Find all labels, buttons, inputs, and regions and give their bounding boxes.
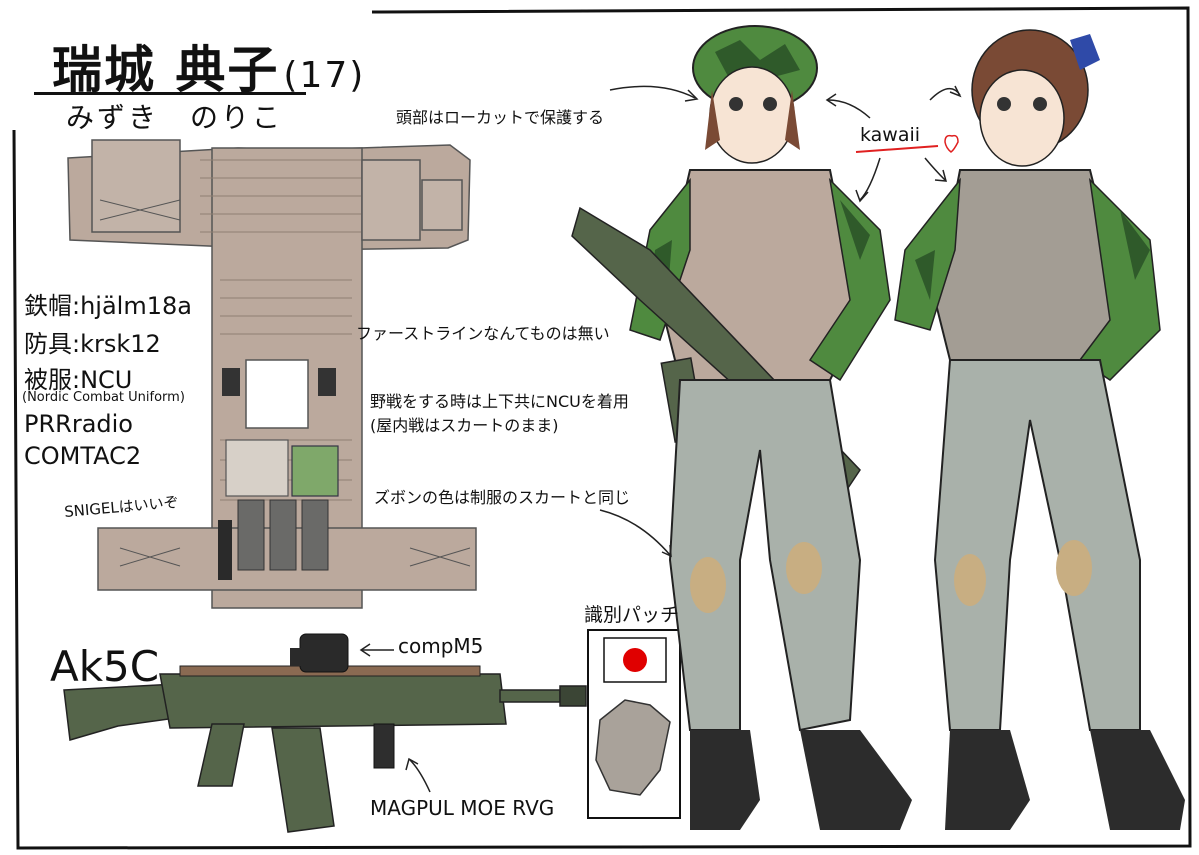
frame-border — [12, 6, 1192, 850]
annotation-head: 頭部はローカットで保護する — [396, 108, 605, 127]
weapon-name: Ak5C — [50, 642, 160, 691]
grip-label: MAGPUL MOE RVG — [370, 796, 555, 820]
title-underline — [34, 92, 306, 95]
rifle-drawing — [63, 633, 587, 833]
vest-diagram — [67, 139, 477, 609]
annotation-firstline: ファーストラインなんてものは無い — [356, 324, 610, 343]
spec-headset: COMTAC2 — [24, 442, 142, 470]
annotation-trousers: ズボンの色は制服のスカートと同じ — [374, 488, 631, 507]
spec-armor: 防具:krsk12 — [24, 330, 161, 358]
heart-icon — [944, 134, 959, 153]
character-armored — [571, 25, 912, 830]
name-reading: みずき のりこ — [66, 101, 284, 134]
annotation-arrows — [359, 85, 962, 793]
character-name: 瑞城 典子(17) — [52, 30, 365, 102]
kawaii-underline — [855, 145, 939, 153]
character-uniform — [894, 29, 1185, 830]
school-emblem-icon — [595, 699, 671, 796]
kawaii-text: kawaii — [860, 124, 921, 146]
patch-title: 識別パッチ — [584, 604, 680, 626]
identification-patch — [587, 629, 681, 819]
spec-helmet: 鉄帽:hjälm18a — [24, 292, 192, 320]
annotation-field-1: 野戦をする時は上下共にNCUを着用 — [370, 392, 629, 411]
spec-uniform-full: (Nordic Combat Uniform) — [22, 390, 185, 405]
name-text: 瑞城 典子 — [52, 41, 280, 99]
optic-label: compM5 — [398, 634, 484, 658]
age-text: (17) — [283, 55, 366, 96]
spec-uniform: 被服:NCU — [24, 366, 133, 394]
annotation-field-2: (屋内戦はスカートのまま) — [370, 416, 559, 435]
spec-radio: PRRradio — [24, 410, 133, 438]
